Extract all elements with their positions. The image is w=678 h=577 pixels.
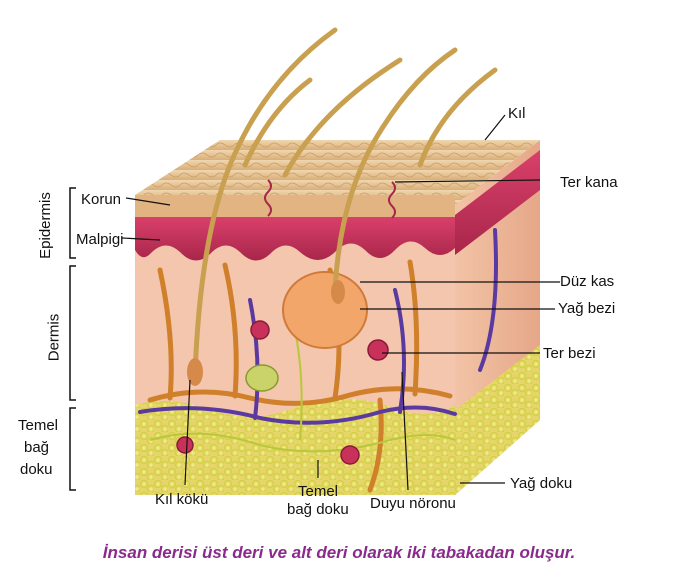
label-yag-doku: Yağ doku: [510, 475, 573, 492]
hair-follicle-1: [187, 358, 203, 386]
label-korun: Korun: [81, 191, 122, 208]
label-ter-bezi: Ter bezi: [543, 345, 596, 362]
label-kil-koku: Kıl kökü: [155, 491, 209, 508]
nerve-fibers: [149, 329, 456, 453]
sweat-duct-shape: [388, 181, 396, 219]
leader-lines: [121, 114, 560, 491]
label-ter-kanali: Ter kana: [560, 174, 618, 191]
label-epidermis: Epidermis: [36, 192, 54, 259]
right-face-malpighi: [455, 150, 540, 255]
left-brackets: [69, 187, 76, 491]
sebaceous-gland-shape: [282, 271, 368, 349]
label-kil: Kıl: [508, 105, 526, 122]
label-temel-2: bağ doku: [287, 501, 349, 518]
front-face-malpighi: [135, 217, 455, 261]
figure-caption: İnsan derisi üst deri ve alt deri olarak…: [102, 543, 576, 562]
label-duz-kas: Düz kas: [560, 273, 615, 290]
right-face-fat: [455, 345, 540, 495]
label-dermis: Dermis: [45, 313, 63, 362]
hairs: [192, 27, 498, 378]
sensory-receptor-shape: [245, 364, 279, 392]
label-yag-bezi: Yağ bezi: [558, 300, 616, 317]
label-malpigi: Malpigi: [76, 231, 124, 248]
label-duyu-noronu: Duyu nöronu: [370, 495, 456, 512]
label-subcutis-3: doku: [20, 461, 53, 478]
label-temel-1: Temel: [298, 483, 339, 500]
sweat-gland-coils: [176, 320, 389, 465]
label-subcutis-2: bağ: [24, 439, 50, 456]
hair-follicle-2: [331, 280, 345, 304]
label-subcutis-1: Temel: [18, 417, 59, 434]
sweat-duct-shape-2: [264, 179, 272, 217]
front-face-corneum: [135, 195, 455, 217]
nerves: [138, 228, 498, 425]
